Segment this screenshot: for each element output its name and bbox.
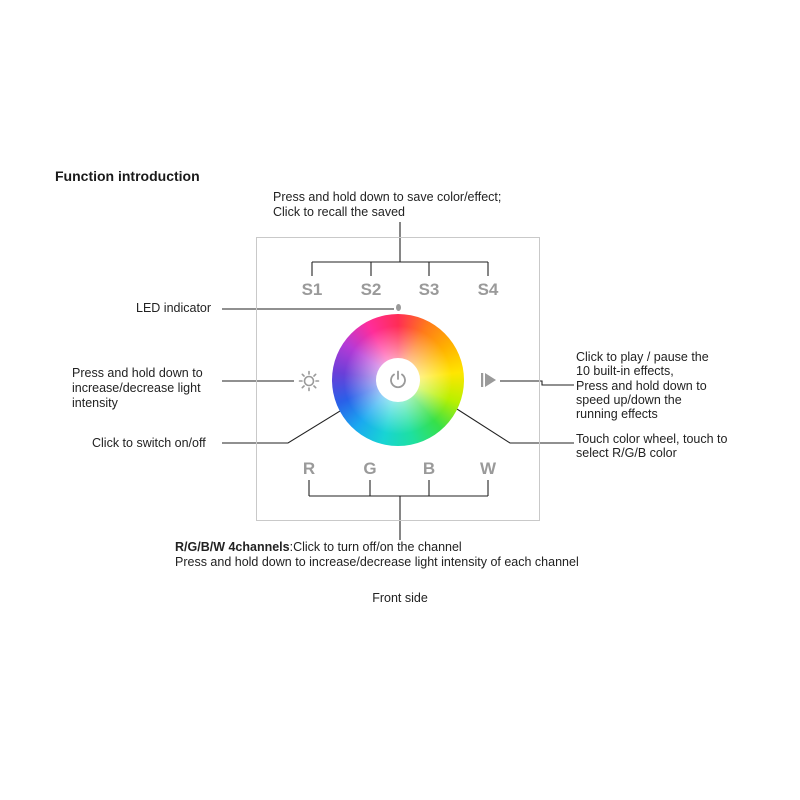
scene-note-line1: Press and hold down to save color/effect… (273, 190, 502, 204)
power-button[interactable] (376, 358, 420, 402)
channel-key-w[interactable]: W (479, 459, 497, 478)
play-note-line5: running effects (576, 407, 658, 421)
wheel-note-line2: select R/G/B color (576, 446, 677, 460)
scene-key-s3[interactable]: S3 (418, 280, 440, 299)
caption: Front side (372, 591, 428, 605)
channel-note-line2: Press and hold down to increase/decrease… (175, 555, 579, 569)
power-note: Click to switch on/off (92, 436, 206, 450)
wheel-note-line1: Touch color wheel, touch to (576, 432, 728, 446)
play-leader (500, 380, 574, 386)
brightness-icon[interactable] (298, 370, 320, 397)
brightness-note-line3: intensity (72, 396, 118, 410)
wheel-leader (445, 401, 574, 444)
play-note-line1: Click to play / pause the (576, 350, 709, 364)
power-icon (390, 370, 406, 389)
channel-note-bold: R/G/B/W 4channels (175, 540, 290, 554)
wall-panel (256, 237, 540, 521)
channel-note-rest: :Click to turn off/on the channel (289, 540, 462, 554)
play-pause-icon[interactable] (479, 370, 499, 395)
channel-key-r[interactable]: R (302, 459, 316, 478)
scene-note-line2: Click to recall the saved (273, 205, 406, 219)
channel-key-b[interactable]: B (422, 459, 436, 478)
led-indicator (396, 304, 401, 311)
play-note-line3: Press and hold down to (576, 379, 707, 393)
channel-key-g[interactable]: G (363, 459, 377, 478)
scene-key-s4[interactable]: S4 (477, 280, 499, 299)
channel-note-line1: R/G/B/W 4channels:Click to turn off/on t… (175, 540, 462, 555)
brightness-note-line2: increase/decrease light (72, 381, 201, 395)
led-label: LED indicator (136, 301, 212, 315)
brightness-note-line1: Press and hold down to (72, 366, 203, 380)
page-title: Function introduction (55, 168, 200, 184)
scene-key-s1[interactable]: S1 (301, 280, 323, 299)
play-note-line2: 10 built-in effects, (576, 364, 674, 378)
play-note-line4: speed up/down the (576, 393, 682, 407)
scene-key-s2[interactable]: S2 (360, 280, 382, 299)
